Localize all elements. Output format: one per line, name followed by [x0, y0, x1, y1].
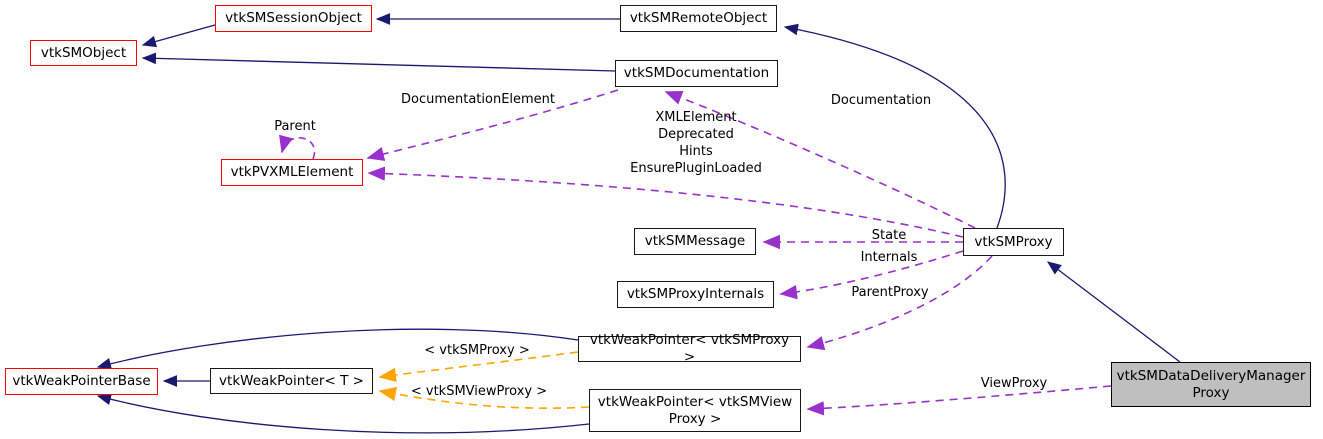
edge-weakpointerview-to-weakpointert: [378, 386, 590, 409]
edge-label-template-view-proxy: < vtkSMViewProxy >: [410, 384, 548, 399]
edge-documentation-to-smobject: [141, 52, 616, 72]
edge-datadelivery-to-weakpointerview: [806, 385, 1112, 416]
node-vtksmproxyinternals[interactable]: vtkSMProxyInternals: [617, 281, 774, 308]
edge-smproxy-to-documentation: [664, 90, 976, 229]
edge-weakpointerview-to-weakpointerbase: [96, 393, 590, 434]
edge-label-parent-proxy: ParentProxy: [851, 285, 929, 300]
edge-pvxmlelement-parent-self-loop: [279, 134, 316, 160]
edge-label-template-proxy: < vtkSMProxy >: [424, 343, 530, 358]
edge-sessionobject-to-smobject: [141, 24, 216, 48]
node-vtkpvxmlelement[interactable]: vtkPVXMLElement: [221, 159, 363, 186]
node-vtksmobject[interactable]: vtkSMObject: [30, 40, 137, 66]
node-vtksmdatadeliverymanagerproxy: vtkSMDataDeliveryManager Proxy: [1111, 362, 1311, 407]
node-vtksmsessionobject[interactable]: vtkSMSessionObject: [215, 5, 372, 32]
node-vtksmmessage[interactable]: vtkSMMessage: [634, 228, 756, 255]
node-vtkweakpointer-t[interactable]: vtkWeakPointer< T >: [210, 368, 373, 394]
node-vtkweakpointerbase[interactable]: vtkWeakPointerBase: [5, 368, 158, 395]
edge-smproxy-to-proxyinternals: [779, 250, 964, 300]
node-vtkweakpointer-vtksmproxy[interactable]: vtkWeakPointer< vtkSMProxy >: [578, 332, 801, 365]
edge-label-xml-group: XMLElement Deprecated Hints EnsurePlugin…: [630, 110, 762, 176]
edge-weakpointerproxy-to-weakpointerbase: [96, 328, 579, 370]
edge-label-documentation: Documentation: [830, 93, 932, 108]
edge-smproxy-to-remoteobject: [783, 23, 1006, 229]
edge-label-state-internals: State Internals: [860, 228, 918, 266]
edge-datadelivery-to-smproxy: [1046, 261, 1181, 363]
edge-label-parent: Parent: [274, 119, 316, 134]
node-vtksmdocumentation[interactable]: vtkSMDocumentation: [615, 60, 778, 87]
edge-smproxy-to-weakpointerproxy: [806, 255, 993, 351]
edge-label-view-proxy: ViewProxy: [980, 376, 1048, 391]
edge-documentation-to-pvxmlelement: [366, 89, 619, 161]
edge-smproxy-to-pvxmlelement: [367, 166, 964, 238]
node-vtksmproxy[interactable]: vtkSMProxy: [963, 228, 1064, 256]
node-vtksmremoteobject[interactable]: vtkSMRemoteObject: [620, 5, 777, 32]
edge-weakpointerproxy-to-weakpointert: [378, 351, 579, 383]
edge-label-documentation-element: DocumentationElement: [400, 92, 556, 107]
node-vtkweakpointer-vtksmviewproxy[interactable]: vtkWeakPointer< vtkSMView Proxy >: [589, 389, 801, 432]
